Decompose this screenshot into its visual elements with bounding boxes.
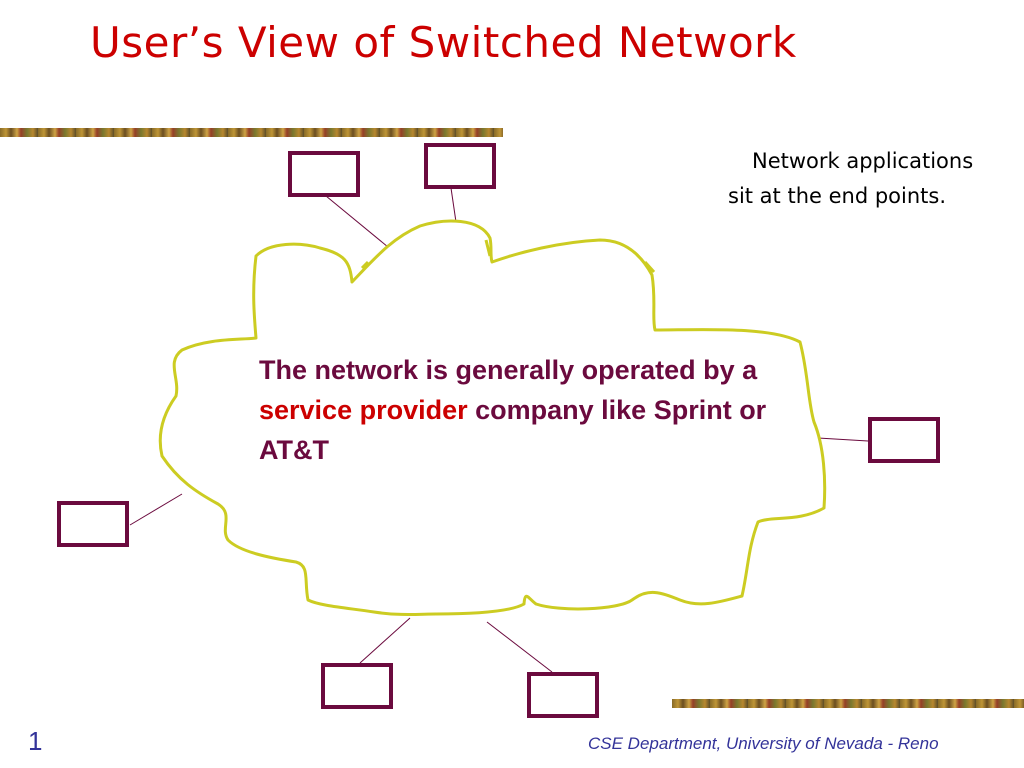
endpoint-box (57, 501, 129, 547)
slide-title: User’s View of Switched Network (90, 18, 797, 67)
endpoint-box (288, 151, 360, 197)
connector-line (817, 437, 869, 442)
cloud-caption-part2: company like Sprint or AT&T (259, 395, 767, 465)
cloud-tick (484, 239, 492, 257)
endpoint-box (527, 672, 599, 718)
connector-line (486, 621, 553, 673)
network-cloud (158, 219, 827, 616)
decorative-band-bottom (672, 699, 1024, 708)
connector-line (450, 187, 457, 223)
footer-text: CSE Department, University of Nevada - R… (588, 734, 939, 753)
cloud-tick (360, 260, 370, 270)
cloud-tick (643, 260, 656, 274)
endpoint-box (424, 143, 496, 189)
endpoint-box (321, 663, 393, 709)
cloud-caption: The network is generally operated by a s… (259, 350, 779, 470)
connector-line (129, 493, 183, 526)
cloud-caption-part1: The network is generally operated by a (259, 355, 758, 385)
endpoint-note: Network applications sit at the end poin… (728, 149, 974, 208)
connector-line (325, 195, 389, 248)
endpoint-box (868, 417, 940, 463)
connector-line (359, 617, 411, 664)
page-number: 1 (28, 726, 43, 756)
decorative-band-top (0, 128, 503, 137)
cloud-caption-highlight: service provider (259, 395, 468, 425)
